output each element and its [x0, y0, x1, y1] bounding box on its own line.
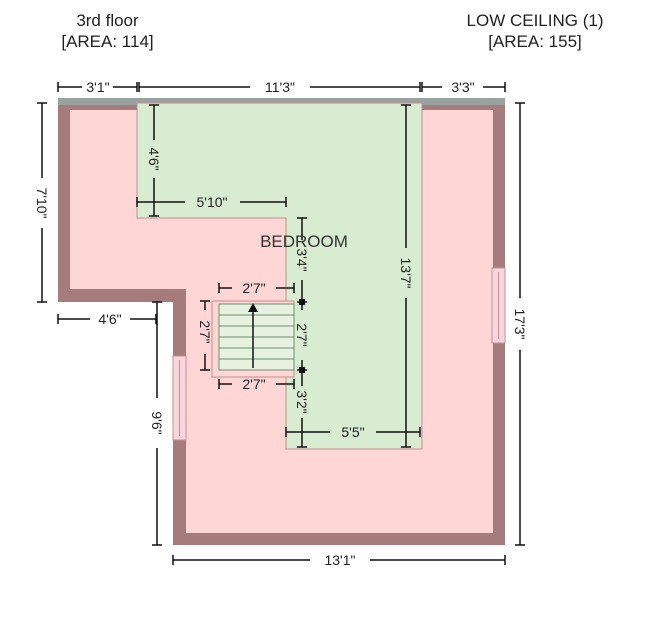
dim-right-overall: 17'3"	[512, 308, 528, 339]
top-wall-strip	[58, 98, 505, 105]
dim-left-upper: 7'10"	[34, 187, 50, 218]
dim-bedroom-height: 13'7"	[398, 257, 414, 288]
dim-left-lower: 9'6"	[149, 411, 165, 434]
dim-bedroom-notch-width: 5'10"	[196, 194, 227, 210]
floor-title: 3rd floor	[76, 11, 139, 30]
dim-bedroom-notch-height: 4'6"	[146, 147, 162, 170]
dim-stair-right: 2'7"	[294, 323, 310, 346]
dim-top-middle: 11'3"	[265, 79, 295, 95]
staircase	[211, 300, 295, 378]
dim-corridor-upper: 3'4"	[294, 248, 310, 271]
room-label-bedroom: BEDROOM	[260, 232, 348, 251]
dimension-lines	[37, 82, 525, 565]
floor-header: 3rd floor [AREA: 114]	[40, 10, 175, 52]
floor-area: [AREA: 114]	[61, 32, 154, 51]
bedroom-area	[136, 102, 423, 450]
dim-stair-top: 2'7"	[242, 280, 265, 296]
dim-stair-bottom: 2'7"	[242, 376, 265, 392]
dim-top-left: 3'1"	[86, 79, 109, 95]
dim-top-right: 3'3"	[451, 79, 474, 95]
dim-bedroom-bottom-width: 5'5"	[341, 424, 364, 440]
dim-stair-left: 2'7"	[197, 320, 213, 343]
low-ceiling-title: LOW CEILING (1)	[466, 11, 604, 30]
stair-arrow-icon	[248, 303, 258, 312]
low-ceiling-area: [AREA: 155]	[488, 32, 582, 51]
dim-bottom-overall: 13'1"	[324, 552, 355, 568]
dim-left-step: 4'6"	[98, 311, 121, 327]
low-ceiling-header: LOW CEILING (1) [AREA: 155]	[440, 10, 630, 52]
dim-corridor-lower: 3'2"	[294, 390, 310, 413]
